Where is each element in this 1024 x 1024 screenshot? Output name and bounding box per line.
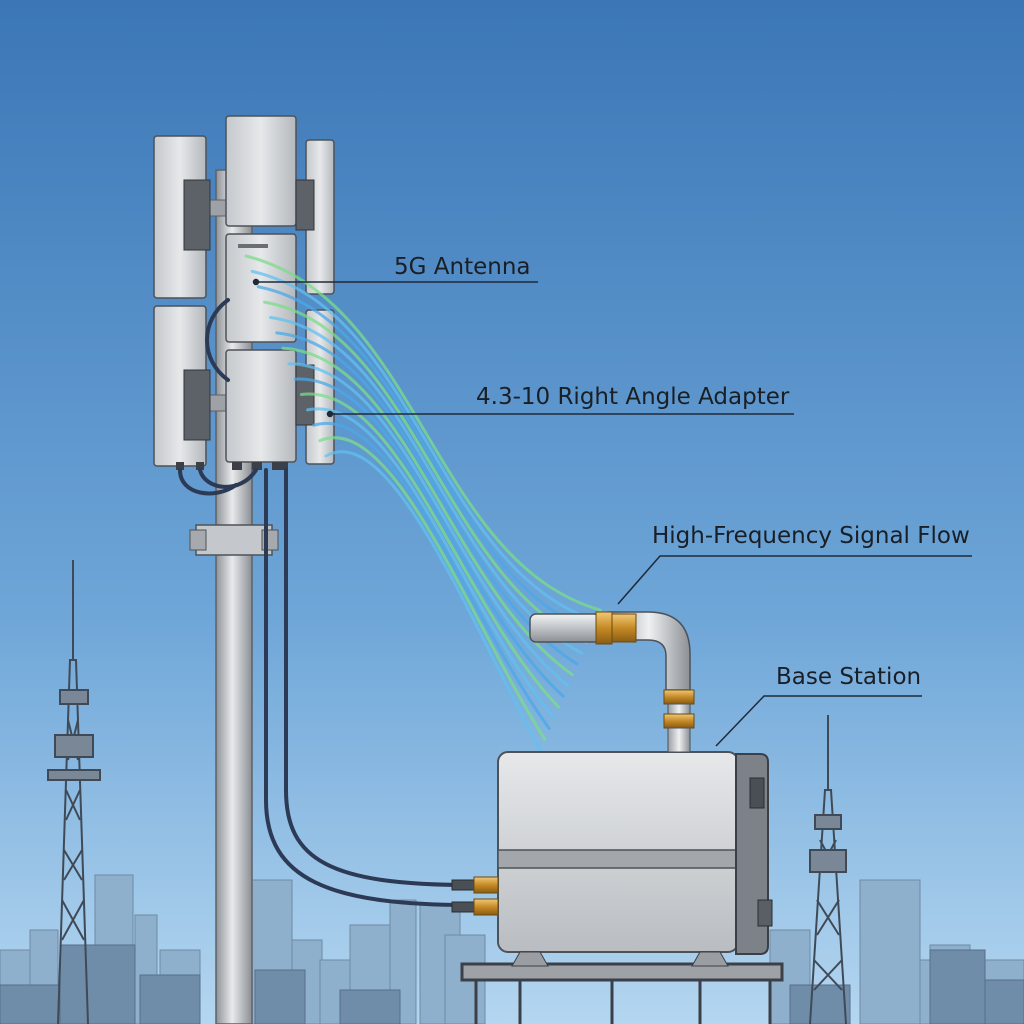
label-5g-antenna: 5G Antenna xyxy=(394,254,531,280)
leader-signal xyxy=(617,555,972,605)
label-signal-flow: High-Frequency Signal Flow xyxy=(652,523,970,549)
callout-lines xyxy=(252,278,972,747)
leader-base xyxy=(715,695,922,747)
right-angle-adapter xyxy=(529,611,695,753)
lattice-tower-right xyxy=(809,715,847,1024)
signal-wave xyxy=(256,285,593,634)
lattice-tower-left xyxy=(47,560,101,1024)
signal-flow-waves xyxy=(244,254,602,752)
signal-wave xyxy=(281,346,574,677)
signal-wave xyxy=(262,300,588,644)
antenna-panel-center-top xyxy=(225,115,297,227)
signal-wave xyxy=(324,450,542,752)
label-right-angle-adapter: 4.3-10 Right Angle Adapter xyxy=(476,384,790,410)
signal-wave xyxy=(293,377,565,698)
label-base-station: Base Station xyxy=(776,664,921,690)
signal-wave xyxy=(318,436,547,741)
jumper-cables xyxy=(178,298,472,907)
antenna-panel-center-bottom xyxy=(225,349,297,463)
signal-wave xyxy=(287,362,570,687)
base-station xyxy=(451,751,784,1024)
signal-wave xyxy=(269,316,584,655)
signal-wave xyxy=(244,254,602,612)
signal-wave xyxy=(299,392,560,709)
signal-wave xyxy=(275,331,579,666)
signal-wave xyxy=(250,269,597,623)
signal-wave xyxy=(312,421,551,730)
equipment-stand xyxy=(460,962,784,1024)
city-foreground xyxy=(0,944,1024,1024)
